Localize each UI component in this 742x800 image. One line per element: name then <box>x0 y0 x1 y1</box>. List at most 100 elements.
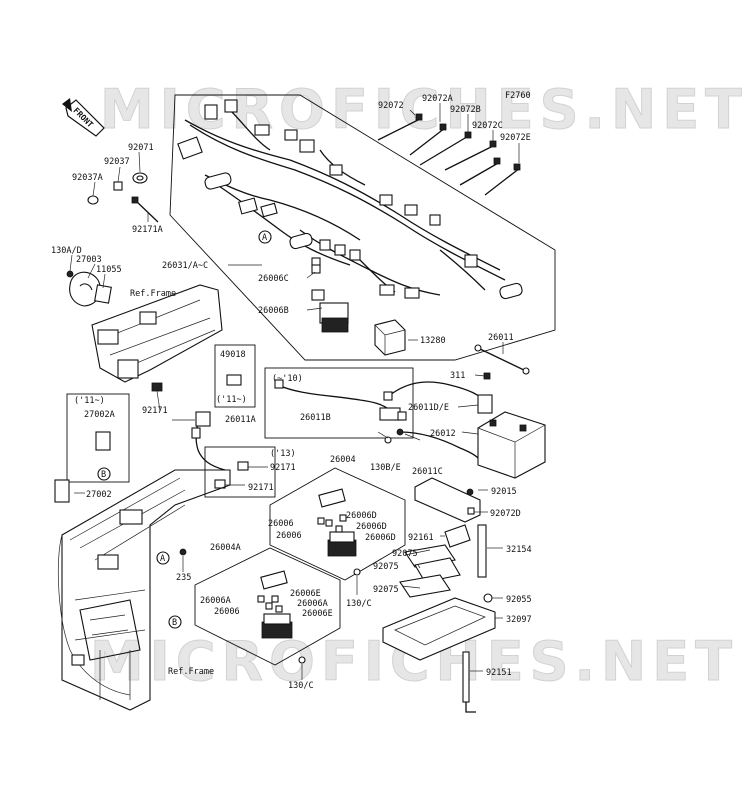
label-year-10: (~'10) <box>272 374 303 384</box>
label-26004: 26004 <box>330 455 356 465</box>
harness-26011a <box>191 411 226 471</box>
label-26006d-b: 26006D <box>356 522 387 532</box>
label-11055: 11055 <box>96 265 122 275</box>
label-27002a: 27002A <box>84 410 115 420</box>
label-marker-b-top: B <box>101 470 106 480</box>
label-26031: 26031/A~C <box>162 261 208 271</box>
leader-lines <box>69 103 520 680</box>
fuse-box-26004 <box>317 488 361 576</box>
label-92171-13b: 92171 <box>248 483 274 493</box>
label-235: 235 <box>176 573 191 583</box>
label-92171-13: 92171 <box>270 463 296 473</box>
label-92055: 92055 <box>506 595 532 605</box>
label-92072d: 92072D <box>490 509 521 519</box>
horn-27003 <box>66 270 112 307</box>
marker-b-circle-bottom <box>168 615 182 629</box>
label-27003: 27003 <box>76 255 102 265</box>
part-27002a <box>95 431 111 451</box>
label-92072e: 92072E <box>500 133 531 143</box>
label-26006-b: 26006 <box>276 531 302 541</box>
box-13-92171 <box>204 446 276 498</box>
rod-32154 <box>477 524 487 578</box>
wire-26011 <box>474 344 530 375</box>
diagram-code: F2760 <box>505 91 531 101</box>
pad-92161 <box>444 524 471 548</box>
label-marker-a-bottom: A <box>160 554 165 564</box>
label-311: 311 <box>450 371 465 381</box>
part-labels: 92072 92072A 92072B 92072C 92072E 92071 … <box>51 94 532 691</box>
bolt-92151 <box>462 651 476 713</box>
label-26006a-a: 26006A <box>200 596 231 606</box>
frame-front <box>91 284 223 383</box>
part-49018 <box>226 374 242 386</box>
label-130ad: 130A/D <box>51 246 82 256</box>
washer-92055 <box>483 593 493 603</box>
watermark-top: MICROFICHES.NET <box>100 78 742 141</box>
marker-b-circle-top <box>97 467 111 481</box>
battery-26012 <box>477 411 546 479</box>
label-92151: 92151 <box>486 668 512 678</box>
frame-rear <box>57 469 231 711</box>
part-92171-13b <box>214 479 226 489</box>
label-92071: 92071 <box>128 143 154 153</box>
label-92171a: 92171A <box>132 225 163 235</box>
small-fasteners-left <box>87 172 159 223</box>
label-year-13: ('13) <box>270 449 296 459</box>
pad-92075-b <box>414 557 461 583</box>
cable-ties <box>377 113 521 196</box>
bolt-92072d <box>467 507 475 515</box>
part-92171-13 <box>237 461 249 471</box>
label-26011b: 26011B <box>300 413 331 423</box>
harness-26011b <box>274 379 407 421</box>
box-49018 <box>214 344 256 408</box>
cover-13280 <box>374 319 406 356</box>
label-130be: 130B/E <box>370 463 401 473</box>
label-92075-a: 92075 <box>392 549 418 559</box>
label-26006e-a: 26006E <box>290 589 321 599</box>
label-26011a: 26011A <box>225 415 256 425</box>
label-year-11-top: ('11~) <box>216 395 247 405</box>
clip-92171-left <box>151 382 163 392</box>
label-26011de: 26011D/E <box>408 403 449 413</box>
fuse-box-26004a <box>257 570 306 664</box>
label-26006c: 26006C <box>258 274 289 284</box>
main-harness-outline <box>169 94 556 361</box>
cable-26011c <box>384 428 479 459</box>
label-92015: 92015 <box>491 487 517 497</box>
box-27002a <box>66 393 130 483</box>
label-26006d-c: 26006D <box>365 533 396 543</box>
label-49018: 49018 <box>220 350 246 360</box>
label-32097: 32097 <box>506 615 532 625</box>
label-92171: 92171 <box>142 406 168 416</box>
label-year-11-left: ('11~) <box>74 396 105 406</box>
label-26011: 26011 <box>488 333 514 343</box>
pad-92075-c <box>399 574 451 598</box>
label-26006e-b: 26006E <box>302 609 333 619</box>
box-26004a <box>194 547 341 666</box>
label-130c-a: 130/C <box>346 599 372 609</box>
label-92072c: 92072C <box>472 121 503 131</box>
part-27002 <box>54 479 70 503</box>
label-92161: 92161 <box>408 533 434 543</box>
marker-a-circle-bottom <box>156 551 170 565</box>
label-26006-c: 26006 <box>214 607 240 617</box>
label-92037: 92037 <box>104 157 130 167</box>
label-130c-b: 130/C <box>288 681 314 691</box>
label-92037a: 92037A <box>72 173 103 183</box>
front-arrow-icon <box>62 98 105 137</box>
label-92072a: 92072A <box>422 94 453 104</box>
battery-holder-92015 <box>414 477 481 523</box>
label-26012: 26012 <box>430 429 456 439</box>
label-92072b: 92072B <box>450 105 481 115</box>
label-marker-a-top: A <box>262 233 267 243</box>
harness-26011de <box>383 381 493 414</box>
label-26006a-b: 26006A <box>297 599 328 609</box>
main-wire-harness <box>177 99 523 300</box>
marker-a-circle-top <box>258 230 272 244</box>
label-26004a: 26004A <box>210 543 241 553</box>
clip-235 <box>179 548 187 556</box>
label-92075-c: 92075 <box>373 585 399 595</box>
relay-26006b <box>311 264 349 333</box>
label-92075-b: 92075 <box>373 562 399 572</box>
